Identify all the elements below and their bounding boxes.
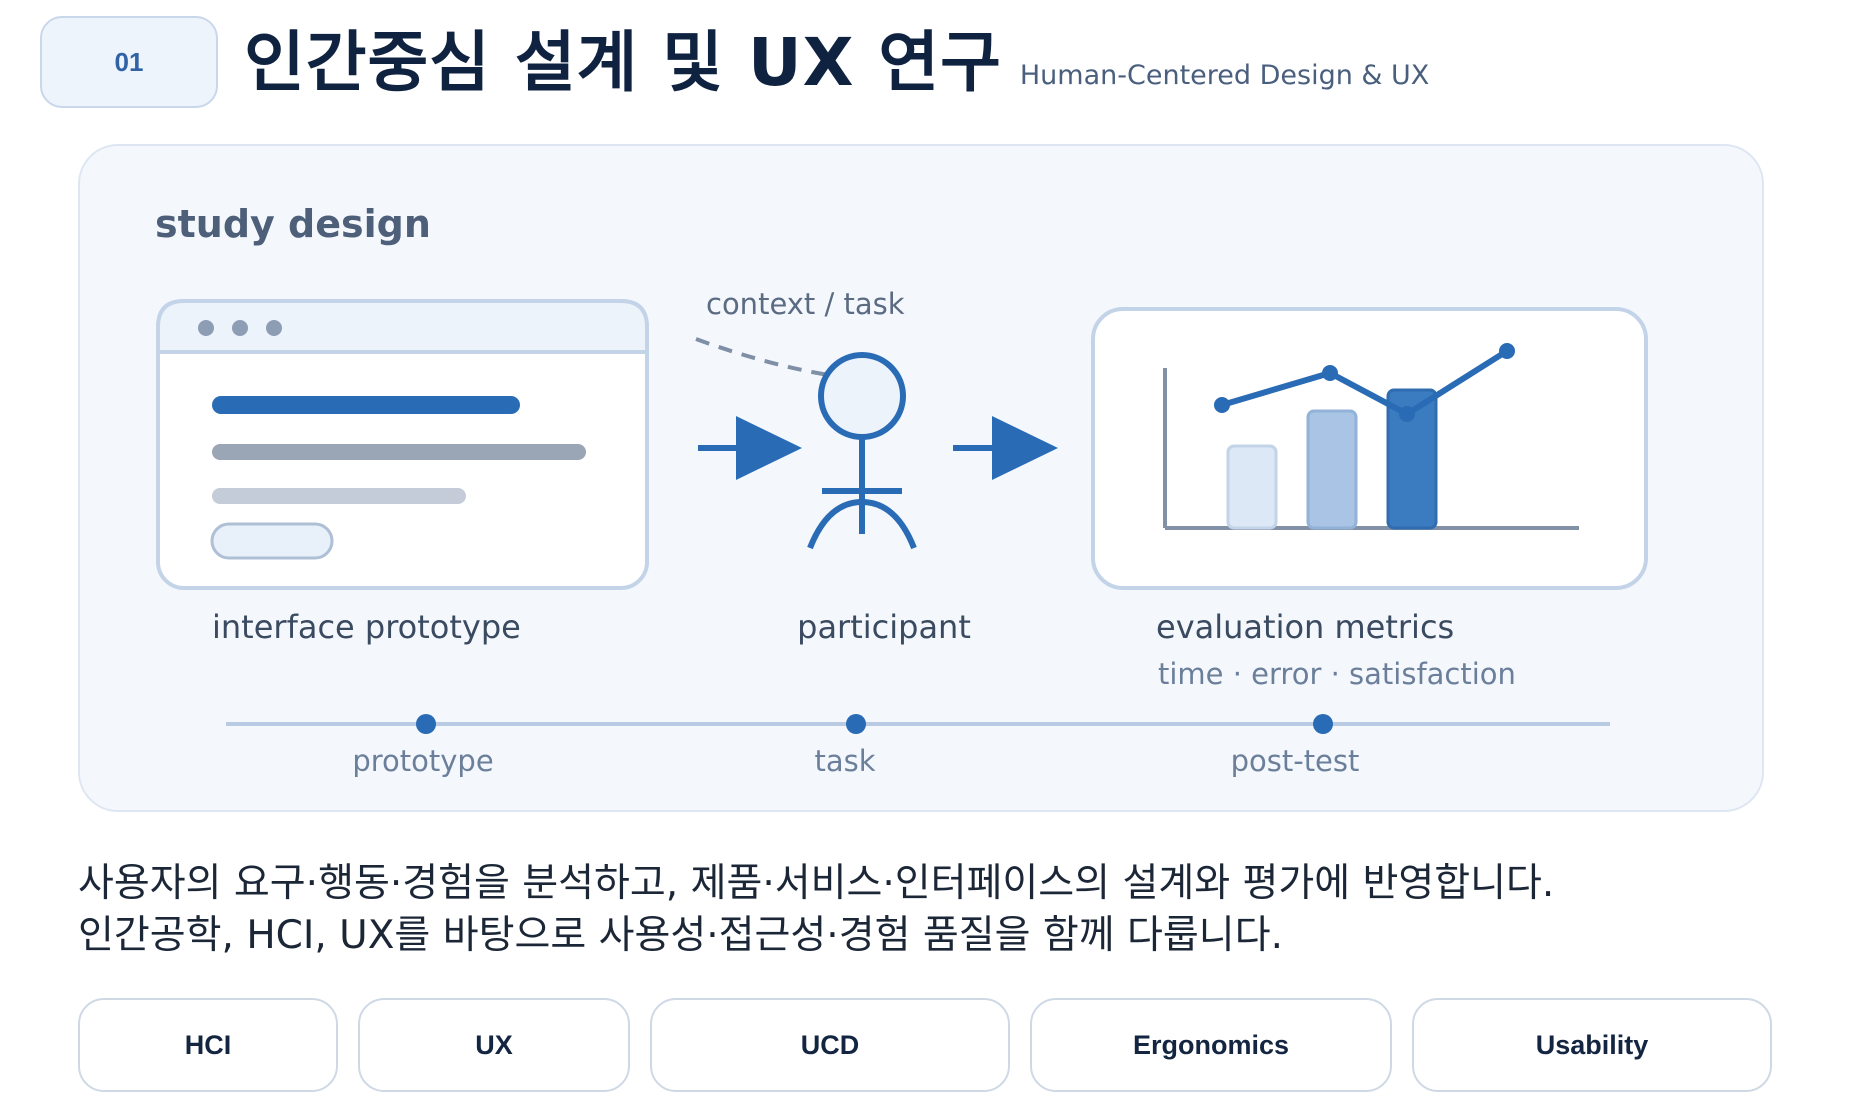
context-label: context / task (706, 287, 905, 321)
node-label-prototype: interface prototype (212, 608, 521, 646)
tag-usability: Usability (1412, 998, 1772, 1092)
context-dashed-line (695, 337, 836, 378)
study-design-diagram: study design interface prototype context… (155, 202, 1648, 778)
study-design-panel: study design interface prototype context… (78, 144, 1764, 812)
interface-prototype-icon (156, 299, 649, 590)
tag-list: HCI UX UCD Ergonomics Usability (0, 998, 1850, 1094)
arrow-right-icon (698, 416, 802, 480)
arrow-right-icon (953, 416, 1058, 480)
tag-ergonomics: Ergonomics (1030, 998, 1392, 1092)
description-line: 인간공학, HCI, UX를 바탕으로 사용성·접근성·경험 품질을 함께 다룹… (78, 913, 1283, 958)
description: 사용자의 요구·행동·경험을 분석하고, 제품·서비스·인터페이스의 설계와 평… (78, 858, 1778, 962)
timeline-dot (1313, 714, 1333, 734)
timeline-label-task: task (814, 744, 875, 778)
timeline-label-post-test: post-test (1231, 744, 1360, 778)
node-label-participant: participant (797, 608, 971, 646)
section-number-badge: 01 (40, 16, 218, 108)
page-subtitle: Human-Centered Design & UX (1019, 60, 1430, 91)
description-line: 사용자의 요구·행동·경험을 분석하고, 제품·서비스·인터페이스의 설계와 평… (78, 861, 1555, 906)
timeline-dot (846, 714, 866, 734)
header: 인간중심 설계 및 UX 연구 Human-Centered Design & … (244, 18, 1429, 108)
page-title: 인간중심 설계 및 UX 연구 (244, 24, 1002, 101)
metrics-sublabel: time · error · satisfaction (1158, 657, 1516, 691)
panel-title: study design (155, 202, 431, 246)
evaluation-metrics-icon (1091, 307, 1648, 590)
tag-hci: HCI (78, 998, 338, 1092)
node-label-metrics: evaluation metrics (1156, 608, 1454, 646)
tag-ucd: UCD (650, 998, 1010, 1092)
window-dot-icon (266, 320, 282, 336)
window-dot-icon (198, 320, 214, 336)
window-dot-icon (232, 320, 248, 336)
timeline-label-prototype: prototype (352, 744, 493, 778)
participant-person-icon (807, 352, 917, 550)
timeline-dot (416, 714, 436, 734)
tag-ux: UX (358, 998, 630, 1092)
